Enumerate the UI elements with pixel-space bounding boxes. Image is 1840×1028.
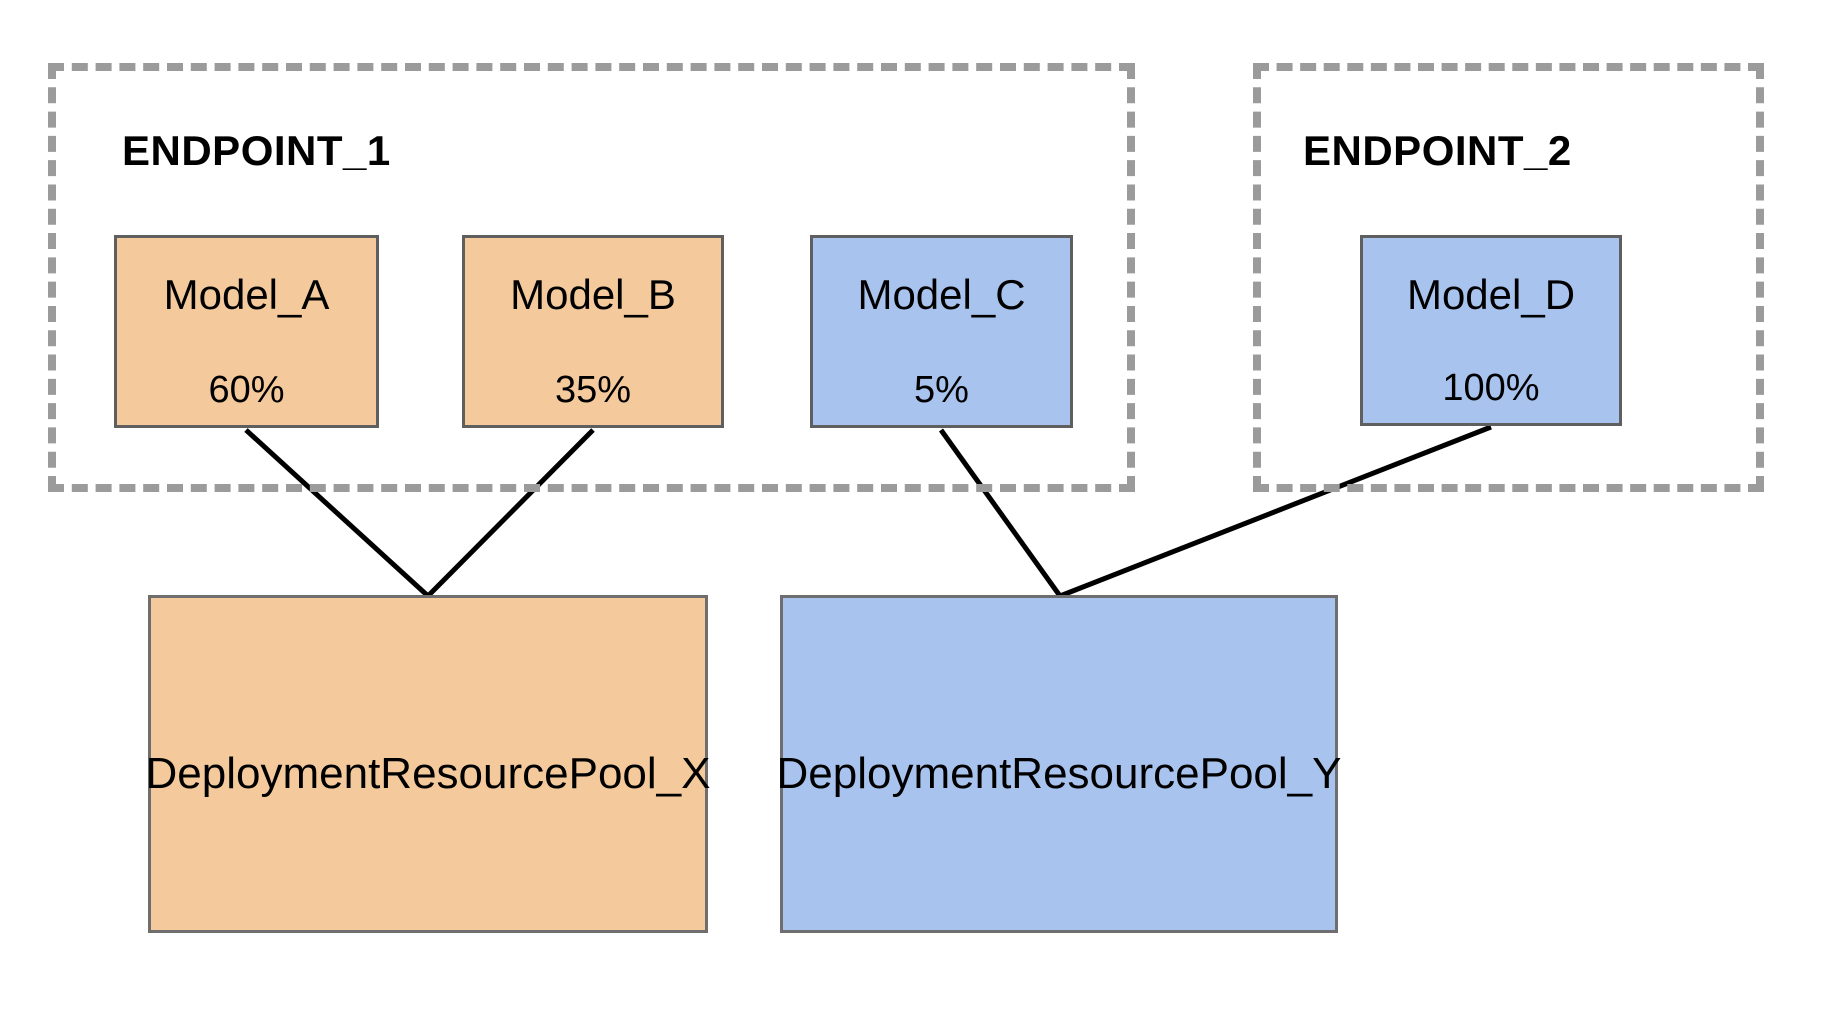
- model-d-node: Model_D 100%: [1360, 235, 1622, 426]
- endpoint-1-title: ENDPOINT_1: [122, 127, 391, 174]
- model-c-node: Model_C 5%: [810, 235, 1073, 428]
- model-d-traffic-split: 100%: [1442, 367, 1540, 409]
- deployment-resource-pool-y-node: DeploymentResourcePool_Y: [777, 595, 1342, 933]
- deployment-resource-pool-x-node: DeploymentResourcePool_X: [145, 595, 711, 933]
- model-a-traffic-split: 60%: [208, 369, 285, 411]
- model-a-label: Model_A: [163, 271, 330, 318]
- deployment-resource-pool-x-label: DeploymentResourcePool_X: [145, 749, 711, 798]
- model-c-traffic-split: 5%: [914, 369, 969, 411]
- endpoint-2-container: ENDPOINT_2: [1253, 63, 1764, 492]
- model-b-node: Model_B 35%: [462, 235, 724, 428]
- model-c-label: Model_C: [857, 271, 1026, 318]
- model-d-label: Model_D: [1406, 271, 1576, 318]
- model-a-node: Model_A 60%: [114, 235, 379, 428]
- endpoint-2-title: ENDPOINT_2: [1303, 127, 1572, 174]
- model-b-label: Model_B: [510, 271, 676, 318]
- deployment-resource-pool-y-label: DeploymentResourcePool_Y: [776, 749, 1342, 798]
- model-b-traffic-split: 35%: [554, 369, 632, 411]
- endpoint-1-container: ENDPOINT_1: [48, 63, 1135, 492]
